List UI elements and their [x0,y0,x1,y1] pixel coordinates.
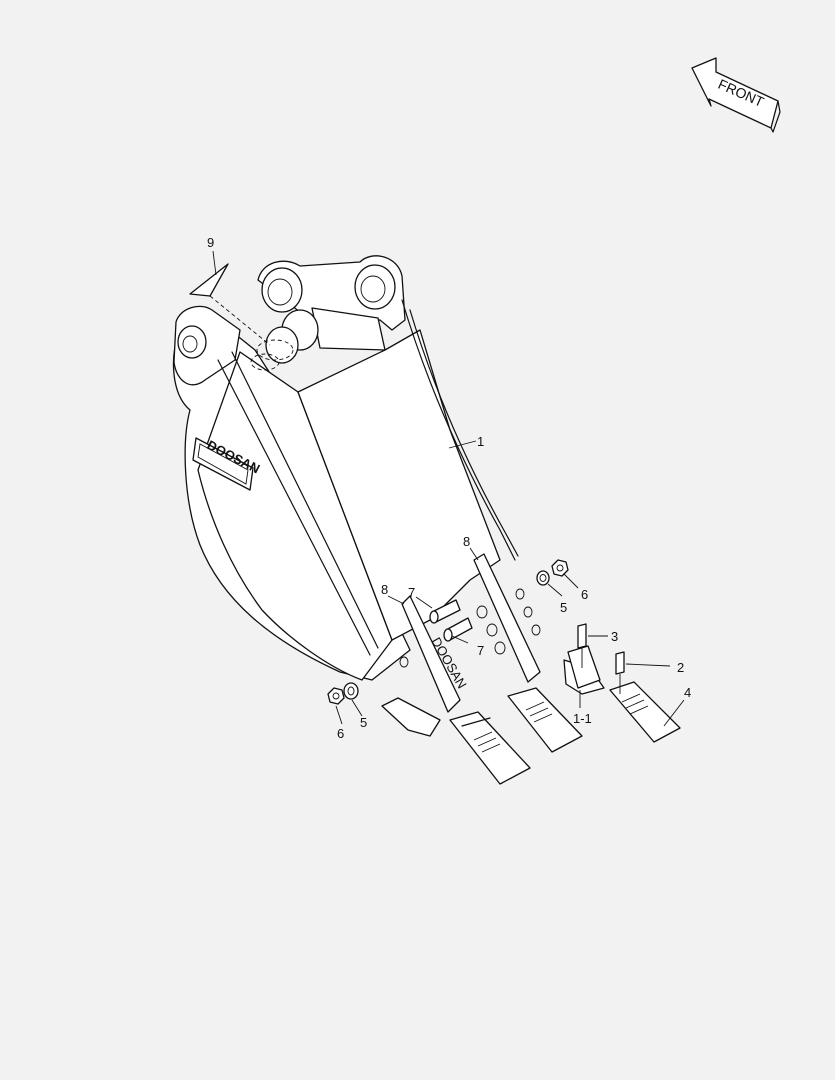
bucket-body: DOOSAN [172,255,519,681]
callout-2: 2 [677,660,684,675]
lock-pin-3 [577,623,587,668]
bolt-lower [443,617,473,642]
tooth-middle [507,687,583,753]
adapter-right [567,645,601,689]
callout-9: 9 [207,235,214,250]
tooth-left [449,711,531,785]
leader-lines [212,250,685,727]
washer-left [343,682,359,700]
cutter-bolt-holes [399,588,541,668]
front-direction-arrow: FRONT [691,57,781,133]
callout-7-upper: 7 [408,585,415,600]
callout-6-right: 6 [581,587,588,602]
callout-6-left: 6 [337,726,344,741]
callout-1-1: 1-1 [573,711,592,726]
callout-5-left: 5 [360,715,367,730]
bolt-upper [429,599,461,624]
callout-8-left: 8 [381,582,388,597]
nut-right [551,559,569,577]
callout-5-right: 5 [560,600,567,615]
washer-right [536,570,550,586]
pin-assembly [189,263,294,371]
callout-labels: 1 9 8 8 7 7 5 6 3 2 4 1-1 6 5 [207,235,691,741]
callout-1: 1 [477,434,484,449]
tooth-separate [609,681,681,743]
lock-pin-2 [615,651,625,694]
callout-3: 3 [611,629,618,644]
callout-7-lower: 7 [477,643,484,658]
callout-8-right: 8 [463,534,470,549]
nut-left [327,687,345,705]
callout-4: 4 [684,685,691,700]
